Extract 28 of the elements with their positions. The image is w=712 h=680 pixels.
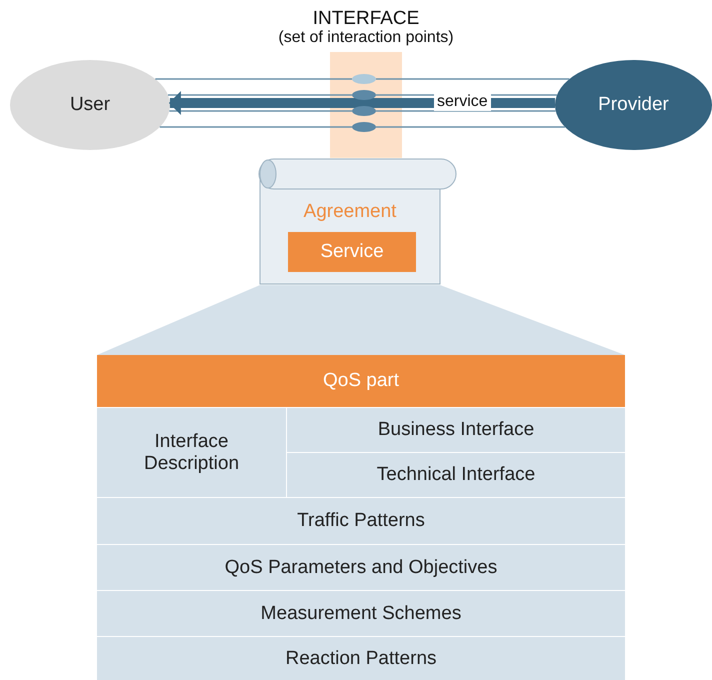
actor-ellipse: User [10, 60, 170, 150]
connector-line [169, 110, 352, 112]
table-row: Traffic Patterns [97, 498, 625, 544]
interaction-point [352, 122, 376, 132]
table-row: Business Interface [287, 408, 625, 452]
actor-ellipse: Provider [555, 60, 712, 150]
service-box: Service [288, 232, 416, 272]
block-arrow [168, 91, 556, 115]
interaction-point [352, 106, 376, 116]
qos-table [97, 355, 625, 680]
table-row: Technical Interface [287, 453, 625, 497]
connector-line [168, 94, 352, 96]
interaction-point [352, 74, 376, 84]
connector-line [155, 78, 352, 80]
connector-line [160, 126, 352, 128]
connector-line [376, 126, 566, 128]
table-row: Reaction Patterns [97, 637, 625, 680]
table-row: QoS Parameters and Objectives [97, 545, 625, 590]
connector-line [376, 110, 556, 112]
table-row: Measurement Schemes [97, 591, 625, 636]
connector-line [376, 78, 570, 80]
edge-label: service [434, 93, 491, 111]
table-header: QoS part [97, 355, 625, 407]
table-row: Interface Description [97, 408, 286, 497]
subheading: (set of interaction points) [278, 29, 454, 47]
document-title: Agreement [302, 201, 398, 223]
heading: INTERFACE [312, 8, 420, 30]
interaction-point [352, 90, 376, 100]
